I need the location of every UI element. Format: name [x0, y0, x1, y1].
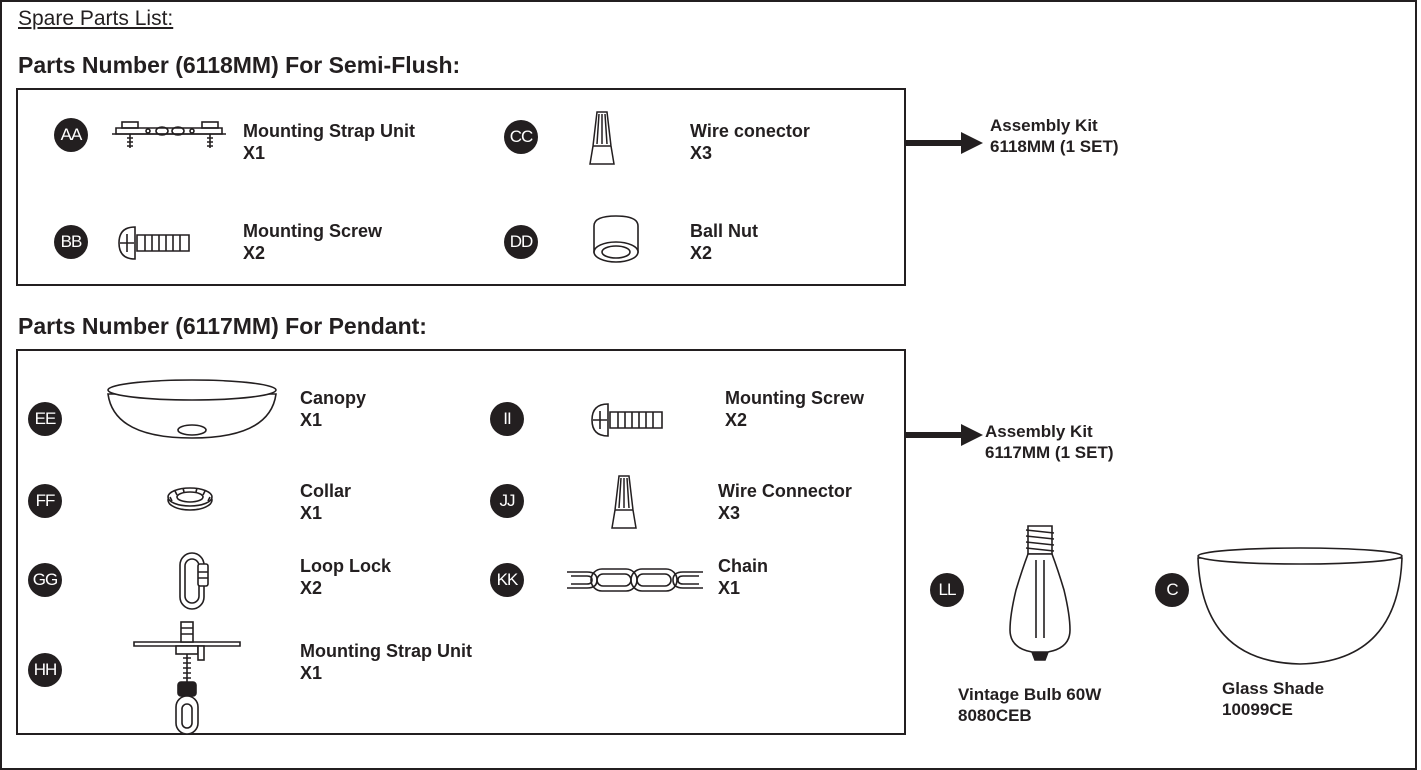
part-name-cc: Wire conector	[690, 121, 810, 141]
part-code-badge-ii: II	[490, 402, 524, 436]
part-name-ii: Mounting Screw	[725, 388, 864, 408]
part-qty-hh: X1	[300, 663, 323, 683]
part-name-aa: Mounting Strap Unit	[243, 121, 415, 141]
part-label-cc: Wire conector X3	[690, 120, 810, 164]
part-qty-kk: X1	[718, 578, 741, 598]
glass-shade-icon	[1197, 547, 1403, 665]
part-name-kk: Chain	[718, 556, 769, 576]
part-label-ii: Mounting Screw X2	[725, 387, 864, 431]
part-code-badge-kk: KK	[490, 563, 524, 597]
part-code-badge-bb: BB	[54, 225, 88, 259]
part-label-gg: Loop Lock X2	[300, 555, 391, 599]
part-qty-cc: X3	[690, 143, 713, 163]
part-qty-dd: X2	[690, 243, 713, 263]
chain-icon	[567, 568, 703, 592]
part-code-badge-ee: EE	[28, 402, 62, 436]
part-label-kk: Chain X1	[718, 555, 768, 599]
bulb-label: Vintage Bulb 60W 8080CEB	[958, 684, 1101, 726]
mounting-strap-icon	[133, 621, 241, 735]
kit-6118mm-line2: 6118MM (1 SET)	[990, 137, 1119, 156]
part-code-badge-gg: GG	[28, 563, 62, 597]
wire-connector-icon	[589, 111, 615, 165]
kit-6117mm-line1: Assembly Kit	[985, 422, 1093, 441]
part-code-badge-ll: LL	[930, 573, 964, 607]
mounting-screw-icon	[118, 226, 190, 260]
part-code-badge-cc: CC	[504, 120, 538, 154]
part-qty-bb: X2	[243, 243, 266, 263]
part-qty-jj: X3	[718, 503, 741, 523]
part-qty-ee: X1	[300, 410, 323, 430]
bulb-code: 8080CEB	[958, 706, 1032, 725]
part-code-badge-hh: HH	[28, 653, 62, 687]
mounting-strap-icon	[112, 121, 226, 148]
part-code-badge-dd: DD	[504, 225, 538, 259]
part-label-ee: Canopy X1	[300, 387, 366, 431]
part-name-jj: Wire Connector	[718, 481, 852, 501]
pendant-parts-box	[16, 349, 906, 735]
loop-lock-icon	[179, 552, 209, 610]
part-name-bb: Mounting Screw	[243, 221, 382, 241]
collar-icon	[167, 487, 213, 511]
part-label-aa: Mounting Strap Unit X1	[243, 120, 415, 164]
part-code-badge-ff: FF	[28, 484, 62, 518]
arrow-right-icon	[905, 424, 983, 446]
semi-flush-heading: Parts Number (6118MM) For Semi-Flush:	[18, 52, 461, 78]
wire-connector-icon	[611, 475, 637, 529]
assembly-kit-6118mm: Assembly Kit 6118MM (1 SET)	[990, 115, 1119, 157]
arrow-right-icon	[905, 132, 983, 154]
semi-flush-parts-box	[16, 88, 906, 286]
part-name-hh: Mounting Strap Unit	[300, 641, 472, 661]
kit-6118mm-line1: Assembly Kit	[990, 116, 1098, 135]
glass-shade-code: 10099CE	[1222, 700, 1293, 719]
assembly-kit-6117mm: Assembly Kit 6117MM (1 SET)	[985, 421, 1114, 463]
mounting-screw-icon	[591, 403, 663, 437]
bulb-name: Vintage Bulb 60W	[958, 685, 1102, 704]
part-label-hh: Mounting Strap Unit X1	[300, 640, 472, 684]
kit-6117mm-line2: 6117MM (1 SET)	[985, 443, 1114, 462]
part-code-badge-c: C	[1155, 573, 1189, 607]
bulb-icon	[1009, 525, 1071, 661]
part-code-badge-jj: JJ	[490, 484, 524, 518]
page-title: Spare Parts List:	[18, 7, 174, 30]
part-label-dd: Ball Nut X2	[690, 220, 758, 264]
part-qty-ff: X1	[300, 503, 323, 523]
part-label-bb: Mounting Screw X2	[243, 220, 382, 264]
pendant-heading: Parts Number (6117MM) For Pendant:	[18, 313, 427, 339]
part-name-dd: Ball Nut	[690, 221, 759, 241]
part-qty-aa: X1	[243, 143, 266, 163]
part-label-ff: Collar X1	[300, 480, 351, 524]
glass-shade-label: Glass Shade 10099CE	[1222, 678, 1324, 720]
ball-nut-icon	[593, 215, 639, 263]
part-qty-ii: X2	[725, 410, 748, 430]
glass-shade-name: Glass Shade	[1222, 679, 1325, 698]
part-qty-gg: X2	[300, 578, 323, 598]
canopy-icon	[107, 379, 277, 439]
part-code-badge-aa: AA	[54, 118, 88, 152]
part-label-jj: Wire Connector X3	[718, 480, 852, 524]
part-name-ff: Collar	[300, 481, 352, 501]
part-name-ee: Canopy	[300, 388, 367, 408]
part-name-gg: Loop Lock	[300, 556, 391, 576]
